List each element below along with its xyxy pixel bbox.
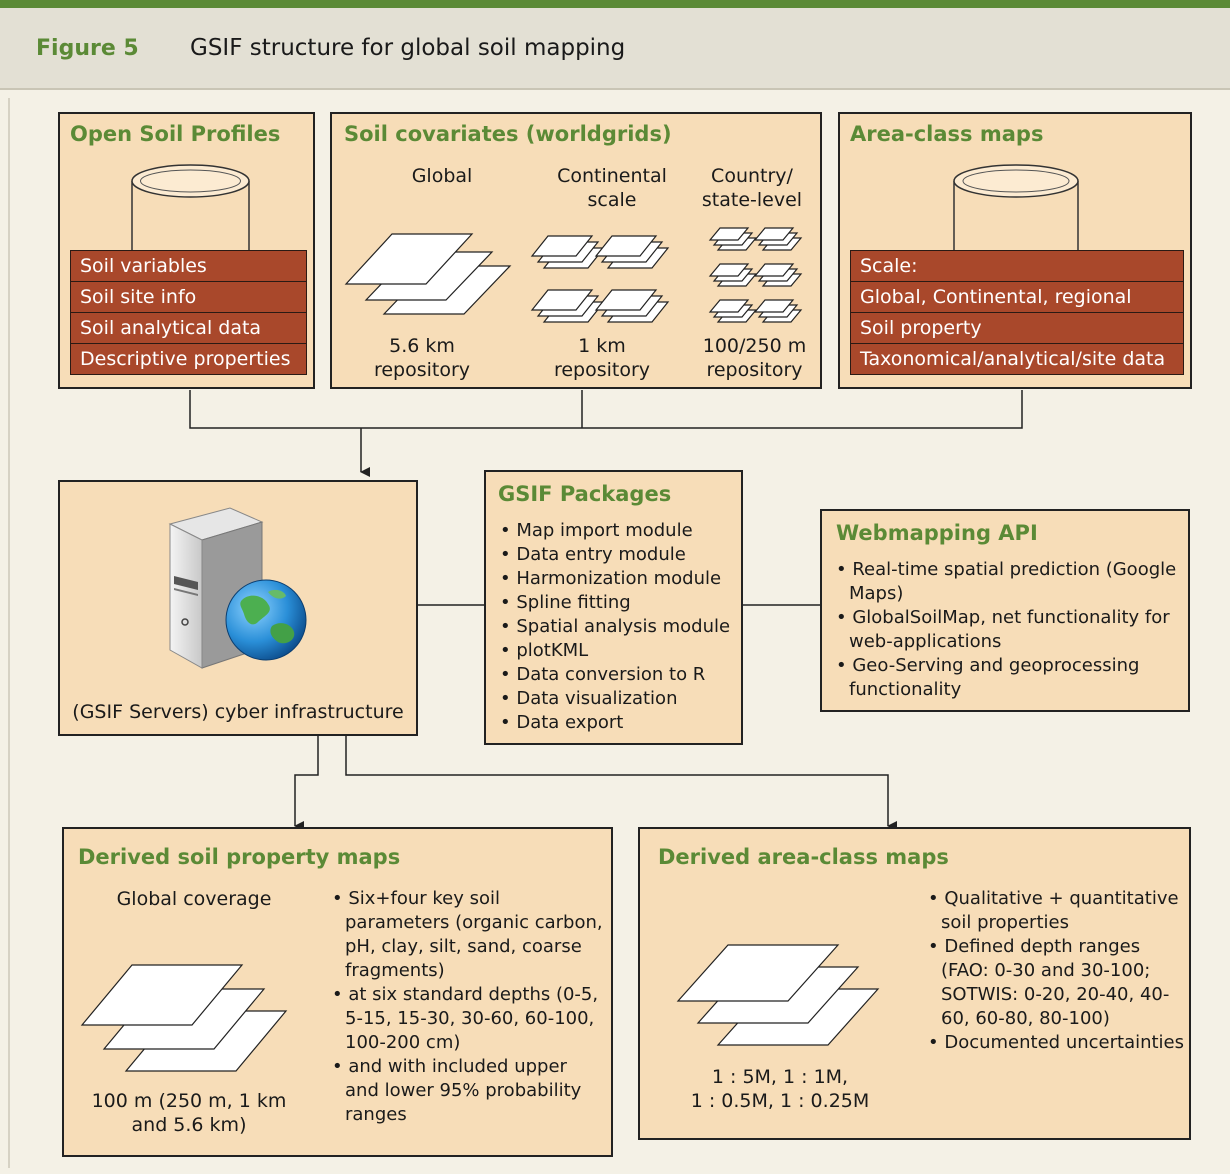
global-heading: Global (411, 165, 473, 187)
list-item: Geo-Serving and geoprocessing functional… (836, 654, 1181, 702)
soil-variables-row: Soil variables (70, 250, 307, 282)
soil-covariates-box: Soil covariates (worldgrids) Global Cont… (330, 112, 822, 389)
list-item: and with included upper and lower 95% pr… (332, 1055, 604, 1127)
list-item: Data conversion to R (500, 663, 730, 687)
taxonomical-data-row: Taxonomical/analytical/site data (850, 343, 1184, 375)
list-item: at six standard depths (0-5, 5-15, 15-30… (332, 983, 604, 1055)
global-coverage-label: Global coverage (116, 888, 272, 910)
database-cylinder-icon (131, 164, 250, 297)
continental-repository: repository (553, 359, 651, 381)
area-class-layers-illustration (676, 944, 880, 1046)
list-item: Defined depth ranges (FAO: 0-30 and 30-1… (928, 935, 1186, 1031)
derived-area-class-maps-box: Derived area-class maps 1 : 5M, 1 : 1M, … (638, 827, 1191, 1140)
soil-site-info-row: Soil site info (70, 281, 307, 313)
connector-top-sources (189, 390, 1023, 429)
figure-label: Figure 5 (36, 36, 139, 61)
gsif-servers-box: (GSIF Servers) cyber infrastructure (58, 480, 418, 736)
gsif-packages-title: GSIF Packages (498, 482, 672, 506)
open-soil-profiles-box: Open Soil Profiles Soil variables Soil s… (58, 112, 315, 389)
global-repository: repository (373, 359, 471, 381)
list-item: Spatial analysis module (500, 615, 730, 639)
list-item: GlobalSoilMap, net functionality for web… (836, 606, 1181, 654)
raster-layer-icon (676, 944, 840, 1002)
list-item: Spline fitting (500, 591, 730, 615)
derived-area-list: Qualitative + quantitative soil properti… (928, 887, 1186, 1055)
country-resolution: 100/250 m (702, 335, 807, 357)
resolution-line2: and 5.6 km) (131, 1114, 247, 1136)
figure-header: Figure 5 GSIF structure for global soil … (0, 8, 1230, 90)
top-accent-bar (0, 0, 1230, 8)
scale-line1: 1 : 5M, 1 : 1M, (711, 1066, 849, 1088)
area-class-maps-title: Area-class maps (850, 122, 1044, 146)
servers-caption: (GSIF Servers) cyber infrastructure (72, 701, 404, 723)
server-globe-icon (168, 507, 307, 669)
webmapping-api-title: Webmapping API (836, 521, 1038, 545)
list-item: Data entry module (500, 543, 730, 567)
continental-resolution: 1 km (578, 335, 626, 357)
list-item: Harmonization module (500, 567, 730, 591)
arrow-to-derived-area (345, 736, 897, 831)
list-item: Data visualization (500, 687, 730, 711)
raster-layer-icon (80, 964, 244, 1026)
database-cylinder-icon (953, 164, 1079, 297)
list-item: Documented uncertainties (928, 1031, 1186, 1055)
open-soil-profiles-title: Open Soil Profiles (70, 122, 281, 146)
scale-line2: 1 : 0.5M, 1 : 0.25M (690, 1090, 870, 1112)
derived-soil-property-maps-box: Derived soil property maps Global covera… (62, 827, 613, 1157)
gsif-packages-box: GSIF Packages Map import module Data ent… (484, 470, 743, 745)
list-item: Data export (500, 711, 730, 735)
derived-soil-property-title: Derived soil property maps (78, 845, 401, 869)
global-continental-regional-row: Global, Continental, regional (850, 281, 1184, 313)
resolution-line1: 100 m (250 m, 1 km (91, 1090, 287, 1112)
soil-property-row: Soil property (850, 312, 1184, 344)
continental-heading-line2: scale (587, 189, 637, 211)
derived-area-class-title: Derived area-class maps (658, 845, 949, 869)
figure-title: GSIF structure for global soil mapping (190, 35, 626, 61)
arrow-to-derived-property (294, 736, 319, 831)
raster-layer-icon (344, 233, 474, 285)
raster-layers-illustration (344, 227, 803, 323)
country-repository: repository (706, 359, 803, 381)
soil-analytical-data-row: Soil analytical data (70, 312, 307, 344)
derived-property-list: Six+four key soil parameters (organic ca… (332, 887, 604, 1127)
list-item: Qualitative + quantitative soil properti… (928, 887, 1186, 935)
descriptive-properties-row: Descriptive properties (70, 343, 307, 375)
left-rule (8, 98, 10, 1168)
list-item: Six+four key soil parameters (organic ca… (332, 887, 604, 983)
coverage-layers-illustration (80, 964, 288, 1072)
list-item: Real-time spatial prediction (Google Map… (836, 558, 1181, 606)
scale-row: Scale: (850, 250, 1184, 282)
webmapping-list: Real-time spatial prediction (Google Map… (836, 558, 1181, 702)
area-class-maps-box: Area-class maps Scale: Global, Continent… (838, 112, 1192, 389)
global-resolution: 5.6 km (389, 335, 455, 357)
country-heading-line2: state-level (701, 189, 803, 211)
list-item: Map import module (500, 519, 730, 543)
country-heading-line1: Country/ (711, 165, 793, 187)
continental-heading-line1: Continental (557, 165, 667, 187)
webmapping-api-box: Webmapping API Real-time spatial predict… (820, 509, 1190, 712)
soil-covariates-title: Soil covariates (worldgrids) (344, 122, 672, 146)
packages-list: Map import module Data entry module Harm… (500, 519, 730, 735)
list-item: plotKML (500, 639, 730, 663)
